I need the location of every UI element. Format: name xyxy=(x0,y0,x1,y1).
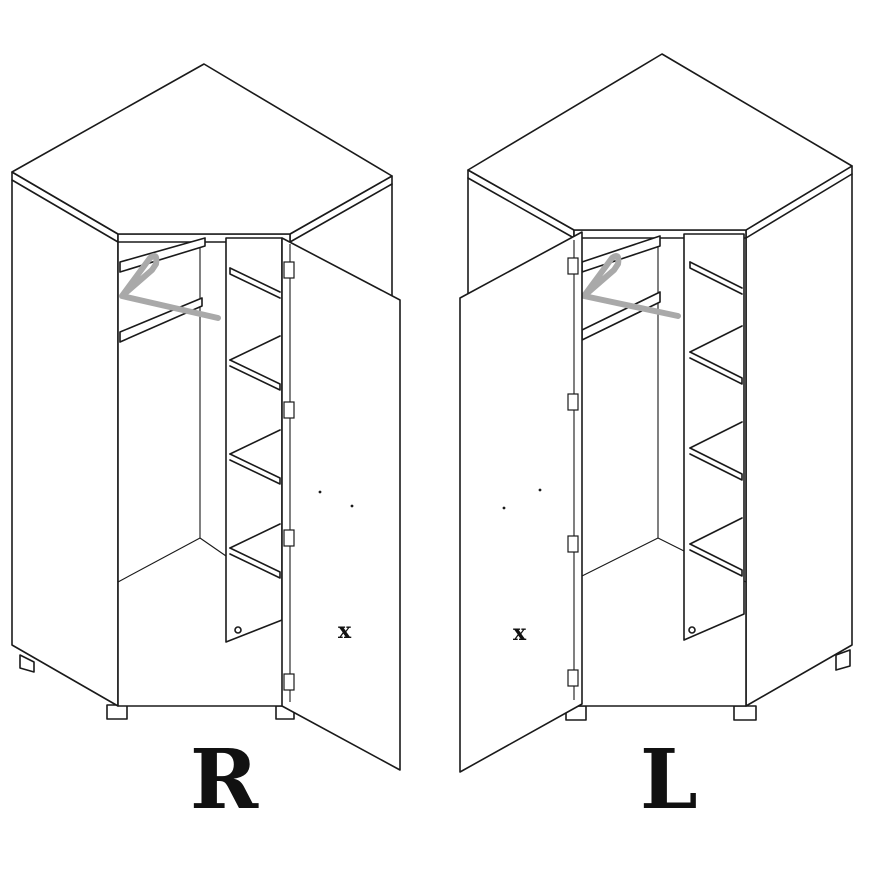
hanger-icon xyxy=(119,253,221,321)
hinge-icons-right xyxy=(283,261,295,691)
door-mark-left: x xyxy=(513,620,527,646)
top-panel xyxy=(11,63,393,235)
foot-left xyxy=(19,654,35,673)
wardrobe-left: x L xyxy=(459,53,853,828)
foot-front xyxy=(733,705,757,721)
variant-label-right: R xyxy=(190,732,259,828)
foot-front xyxy=(106,704,128,720)
hanger-icon xyxy=(581,253,681,319)
rail-top xyxy=(119,237,206,273)
side-panel-left xyxy=(11,171,119,707)
door-left xyxy=(459,231,583,773)
variant-label-left: L xyxy=(640,732,698,828)
wardrobe-right: x R xyxy=(11,63,401,828)
door-mark-right: x xyxy=(338,618,352,644)
hinge-icons-left xyxy=(567,257,579,687)
top-panel xyxy=(467,53,853,231)
shelf-column xyxy=(683,233,745,641)
door-right xyxy=(281,237,401,771)
side-panel-right xyxy=(745,165,853,707)
foot-right xyxy=(835,649,851,671)
shelf-column xyxy=(225,237,283,643)
